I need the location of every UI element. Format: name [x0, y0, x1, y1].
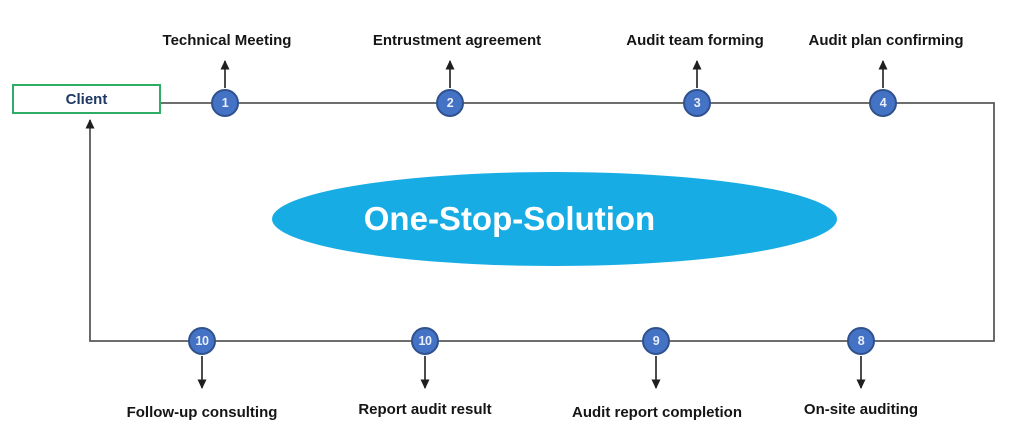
process-loop-line — [85, 102, 995, 342]
step-circle-8: 8 — [847, 327, 875, 355]
step-circle-2: 2 — [436, 89, 464, 117]
step-label-technical-meeting: Technical Meeting — [162, 32, 292, 49]
step-circle-9: 9 — [642, 327, 670, 355]
step-label-audit-team-forming: Audit team forming — [626, 32, 764, 49]
step-circle-10b: 10 — [411, 327, 439, 355]
step-label-entrustment-agreement: Entrustment agreement — [372, 32, 542, 49]
one-stop-solution-ellipse: One-Stop-Solution — [272, 172, 837, 266]
step-label-audit-report-completion: Audit report completion — [572, 404, 742, 421]
step-circle-4: 4 — [869, 89, 897, 117]
step-circle-1: 1 — [211, 89, 239, 117]
step-label-audit-plan-confirming: Audit plan confirming — [808, 32, 964, 49]
step-label-follow-up-consulting: Follow-up consulting — [126, 404, 278, 421]
ellipse-label: One-Stop-Solution — [363, 200, 656, 237]
client-box: Client — [12, 84, 161, 114]
step-label-on-site-auditing: On-site auditing — [803, 401, 919, 418]
step-label-report-audit-result: Report audit result — [358, 401, 492, 418]
step-circle-3: 3 — [683, 89, 711, 117]
client-label: Client — [65, 90, 108, 108]
step-circle-10a: 10 — [188, 327, 216, 355]
